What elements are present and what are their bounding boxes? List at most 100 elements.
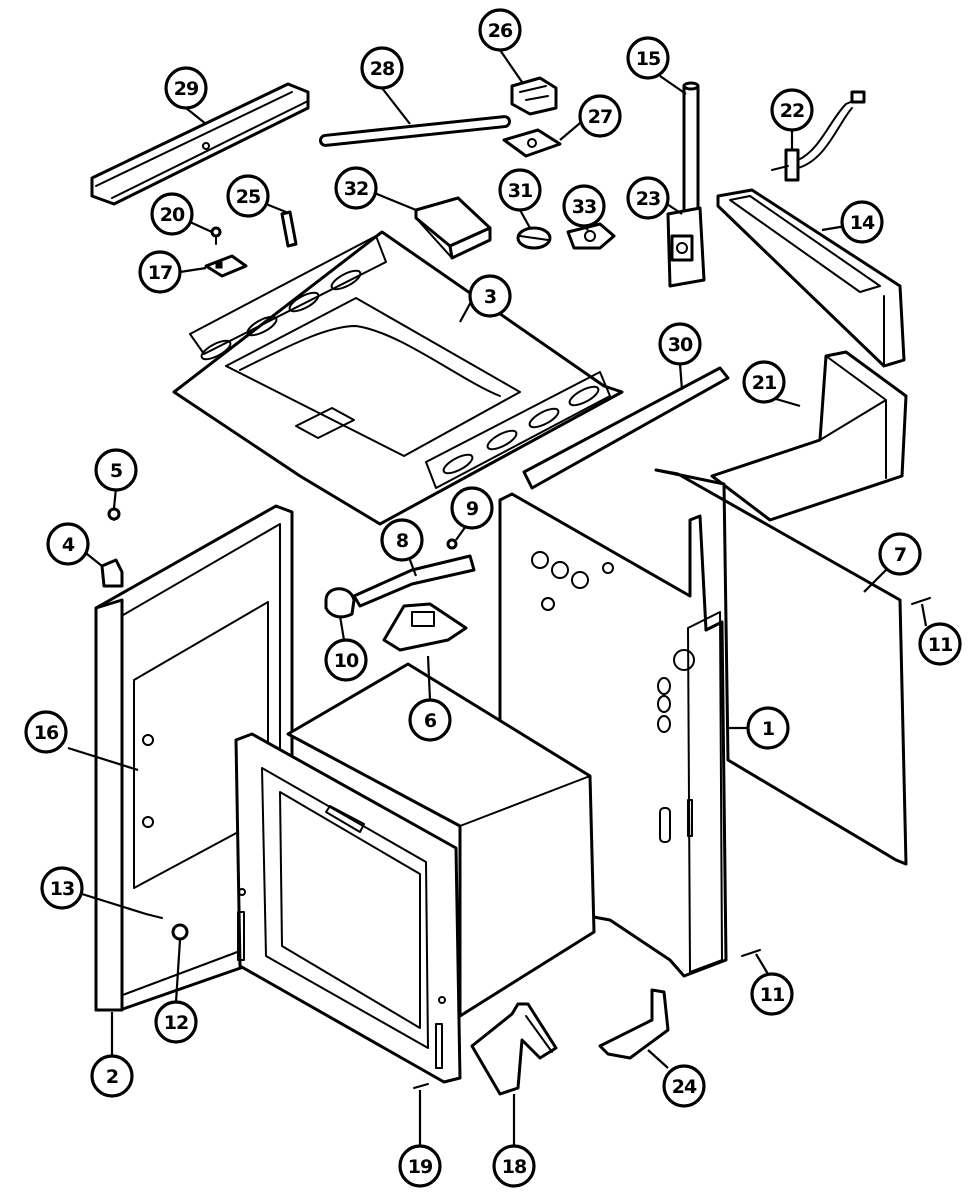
svg-text:19: 19 <box>408 1156 432 1178</box>
callout-29: 29 <box>164 66 208 110</box>
part-13-screw <box>145 913 163 919</box>
svg-text:28: 28 <box>370 58 395 80</box>
svg-text:11: 11 <box>760 984 784 1006</box>
callout-25: 25 <box>226 174 270 218</box>
part-11-screw-lower <box>741 949 761 957</box>
svg-text:5: 5 <box>110 460 122 482</box>
part-27-plate <box>502 128 562 158</box>
callout-22: 22 <box>770 88 814 132</box>
callout-32: 32 <box>334 166 378 210</box>
callout-5: 5 <box>94 448 138 492</box>
callout-6: 6 <box>408 698 452 742</box>
svg-text:2: 2 <box>106 1066 118 1088</box>
svg-text:8: 8 <box>396 530 409 552</box>
part-22-sensor <box>771 90 866 182</box>
part-26-bracket <box>510 76 558 116</box>
svg-text:4: 4 <box>62 534 75 556</box>
part-12-nut <box>171 923 189 941</box>
svg-text:30: 30 <box>668 334 693 356</box>
part-6-hinge <box>382 602 468 652</box>
svg-text:6: 6 <box>424 710 437 732</box>
svg-text:23: 23 <box>636 188 660 210</box>
svg-text:33: 33 <box>572 196 596 218</box>
part-20-screw <box>210 226 222 245</box>
svg-text:20: 20 <box>160 204 185 226</box>
callout-17: 17 <box>138 250 182 294</box>
svg-text:29: 29 <box>174 78 198 100</box>
callout-24: 24 <box>662 1064 706 1108</box>
part-23-bracket <box>666 206 706 288</box>
callout-15: 15 <box>626 36 670 80</box>
svg-text:11: 11 <box>928 634 952 656</box>
part-9-screw <box>446 538 458 550</box>
part-21-duct <box>710 350 908 522</box>
part-32-box <box>414 196 492 260</box>
callout-8: 8 <box>380 518 424 562</box>
callout-3: 3 <box>468 274 512 318</box>
callout-20: 20 <box>150 192 194 236</box>
svg-text:27: 27 <box>588 106 612 128</box>
callout-18: 18 <box>492 1144 536 1188</box>
svg-text:10: 10 <box>334 650 359 672</box>
callout-16: 16 <box>24 710 68 754</box>
callout-11-upper: 11 <box>918 622 962 666</box>
svg-text:13: 13 <box>50 878 74 900</box>
svg-text:15: 15 <box>636 48 660 70</box>
part-19-screw <box>413 1083 429 1089</box>
svg-text:12: 12 <box>164 1012 188 1034</box>
callout-33: 33 <box>562 184 606 228</box>
svg-text:17: 17 <box>148 262 172 284</box>
oven-cavity <box>286 662 596 1018</box>
part-10-knob <box>324 587 356 619</box>
callout-10: 10 <box>324 638 368 682</box>
svg-text:21: 21 <box>752 372 776 394</box>
svg-text:31: 31 <box>508 180 532 202</box>
callout-11-lower: 11 <box>750 972 794 1016</box>
callout-1: 1 <box>746 706 790 750</box>
part-31-thermostat <box>516 226 552 250</box>
part-30-strip <box>522 366 730 490</box>
part-5-screw <box>107 507 121 521</box>
svg-text:18: 18 <box>502 1156 527 1178</box>
callout-21: 21 <box>742 360 786 404</box>
part-2-stile <box>94 598 124 1012</box>
svg-text:24: 24 <box>672 1076 697 1098</box>
part-24-bracket <box>598 988 670 1060</box>
svg-text:22: 22 <box>780 100 804 122</box>
part-7-rear-panel <box>654 468 908 866</box>
part-28-rod <box>318 115 512 147</box>
part-33-switch <box>566 222 616 250</box>
callout-14: 14 <box>840 200 884 244</box>
callout-4: 4 <box>46 522 90 566</box>
svg-text:32: 32 <box>344 178 368 200</box>
callout-12: 12 <box>154 1000 198 1044</box>
part-18-hinge <box>470 1002 558 1096</box>
part-8-bracket <box>352 554 476 608</box>
callout-19: 19 <box>398 1144 442 1188</box>
part-25-clip <box>280 210 298 248</box>
svg-text:26: 26 <box>488 20 513 42</box>
callout-7: 7 <box>878 532 922 576</box>
svg-text:9: 9 <box>466 498 478 520</box>
callout-9: 9 <box>450 486 494 530</box>
callout-30: 30 <box>658 322 702 366</box>
callout-2: 2 <box>90 1054 134 1098</box>
part-4-clip <box>100 558 124 588</box>
callout-23: 23 <box>626 176 670 220</box>
svg-text:25: 25 <box>236 186 260 208</box>
part-11-screw-upper <box>911 597 931 605</box>
svg-text:3: 3 <box>484 286 496 308</box>
callout-26: 26 <box>478 8 522 52</box>
callout-27: 27 <box>578 94 622 138</box>
svg-text:16: 16 <box>34 722 59 744</box>
part-17-switch <box>204 254 248 278</box>
part-29-rail <box>90 82 310 206</box>
part-3-cooktop-pan <box>172 230 624 526</box>
callout-13: 13 <box>40 866 84 910</box>
svg-text:14: 14 <box>850 212 875 234</box>
svg-text:7: 7 <box>894 544 906 566</box>
callout-28: 28 <box>360 46 404 90</box>
svg-text:1: 1 <box>762 718 774 740</box>
oven-front-frame <box>234 732 462 1084</box>
